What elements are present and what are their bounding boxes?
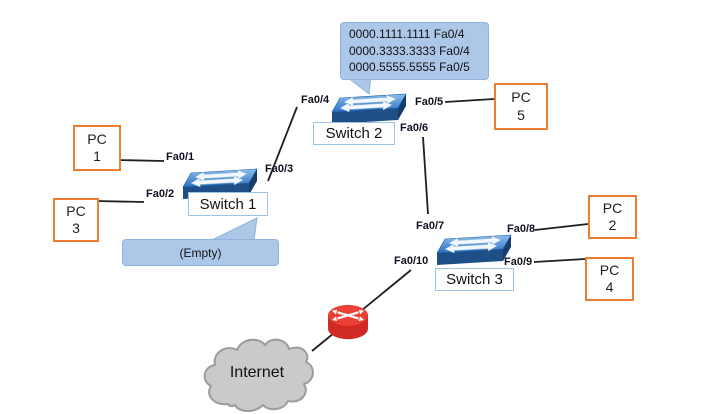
port-label-fa0-8: Fa0/8 xyxy=(507,223,536,235)
port-label-fa0-5: Fa0/5 xyxy=(415,96,444,108)
connection-line-sw3-pc2 xyxy=(534,223,589,231)
mac-table-line: 0000.3333.3333 Fa0/4 xyxy=(349,43,470,58)
internet-label: Internet xyxy=(229,364,285,381)
pc-1-node: PC 1 xyxy=(73,125,121,171)
router-node xyxy=(326,303,370,348)
connection-line-sw1-sw2 xyxy=(267,106,298,182)
connection-line-pc1-sw1 xyxy=(117,159,165,162)
pc-4-node: PC 4 xyxy=(585,257,634,301)
mac-table-line: 0000.1111.1111 Fa0/4 xyxy=(349,27,465,42)
port-label-fa0-7: Fa0/7 xyxy=(416,220,445,232)
port-label-fa0-3: Fa0/3 xyxy=(265,163,294,175)
cloud-icon xyxy=(203,338,314,412)
switch-icon xyxy=(436,234,512,266)
empty-callout-tail xyxy=(209,217,258,242)
connection-line-pc3-sw1 xyxy=(95,200,145,203)
mac-table-line: 0000.5555.5555 Fa0/5 xyxy=(349,60,470,75)
connection-line-sw3-pc4 xyxy=(533,258,586,263)
pc-5-node: PC 5 xyxy=(494,83,548,130)
port-label-fa0-10: Fa0/10 xyxy=(394,255,429,267)
mac-table-callout: 0000.1111.1111 Fa0/4 0000.3333.3333 Fa0/… xyxy=(340,22,489,80)
empty-callout-label: (Empty) xyxy=(179,245,222,260)
port-label-fa0-1: Fa0/1 xyxy=(166,151,195,163)
port-label-fa0-9: Fa0/9 xyxy=(504,256,533,268)
pc-2-node: PC 2 xyxy=(588,195,637,239)
switch-3-label: Switch 3 xyxy=(435,268,514,291)
internet-cloud-node: Internet xyxy=(198,332,316,414)
port-label-fa0-4: Fa0/4 xyxy=(301,94,330,106)
pc-3-node: PC 3 xyxy=(53,198,99,242)
port-label-fa0-6: Fa0/6 xyxy=(400,122,429,134)
connection-line-sw2-sw3 xyxy=(422,136,429,215)
switch-2-label: Switch 2 xyxy=(313,122,395,145)
connection-line-sw2-pc5 xyxy=(444,98,495,103)
cisco-router-icon xyxy=(328,304,368,340)
switch-1-label: Switch 1 xyxy=(188,192,268,216)
port-label-fa0-2: Fa0/2 xyxy=(146,188,175,200)
empty-callout: (Empty) xyxy=(122,239,279,266)
